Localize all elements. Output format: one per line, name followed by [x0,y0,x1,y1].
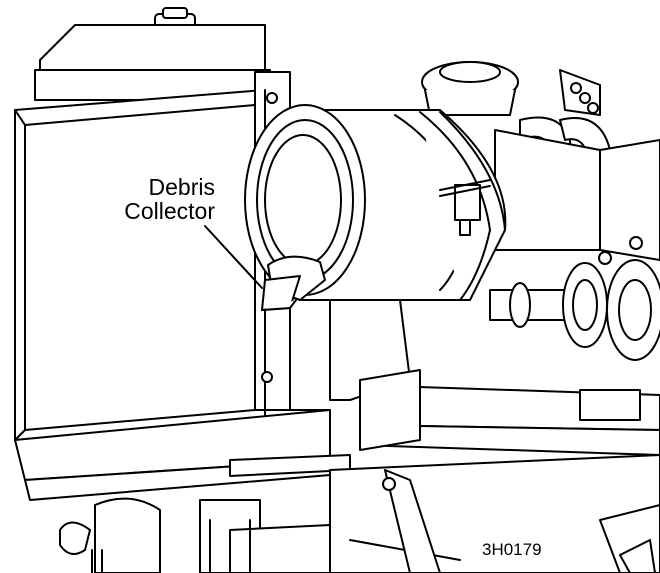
pulley-assembly [489,236,660,361]
intake-tubes [494,69,660,261]
support-bracket [329,299,421,451]
radiator-bottom-tank [14,409,351,501]
debris-collector [261,255,326,311]
lower-left-fittings [59,497,331,573]
debris-collector-label: Debris Collector [70,175,215,223]
pre-cleaner-bowl [421,61,519,116]
air-cleaner-canister [244,104,507,301]
radiator-core [14,71,291,441]
callout-line-collector: Collector [124,198,215,225]
callout-line-debris: Debris [148,174,215,200]
radiator-top-tank [34,7,271,101]
engine-frame [329,384,660,573]
callout-leader-line [204,225,263,289]
figure-code: 3H0179 [482,540,542,559]
